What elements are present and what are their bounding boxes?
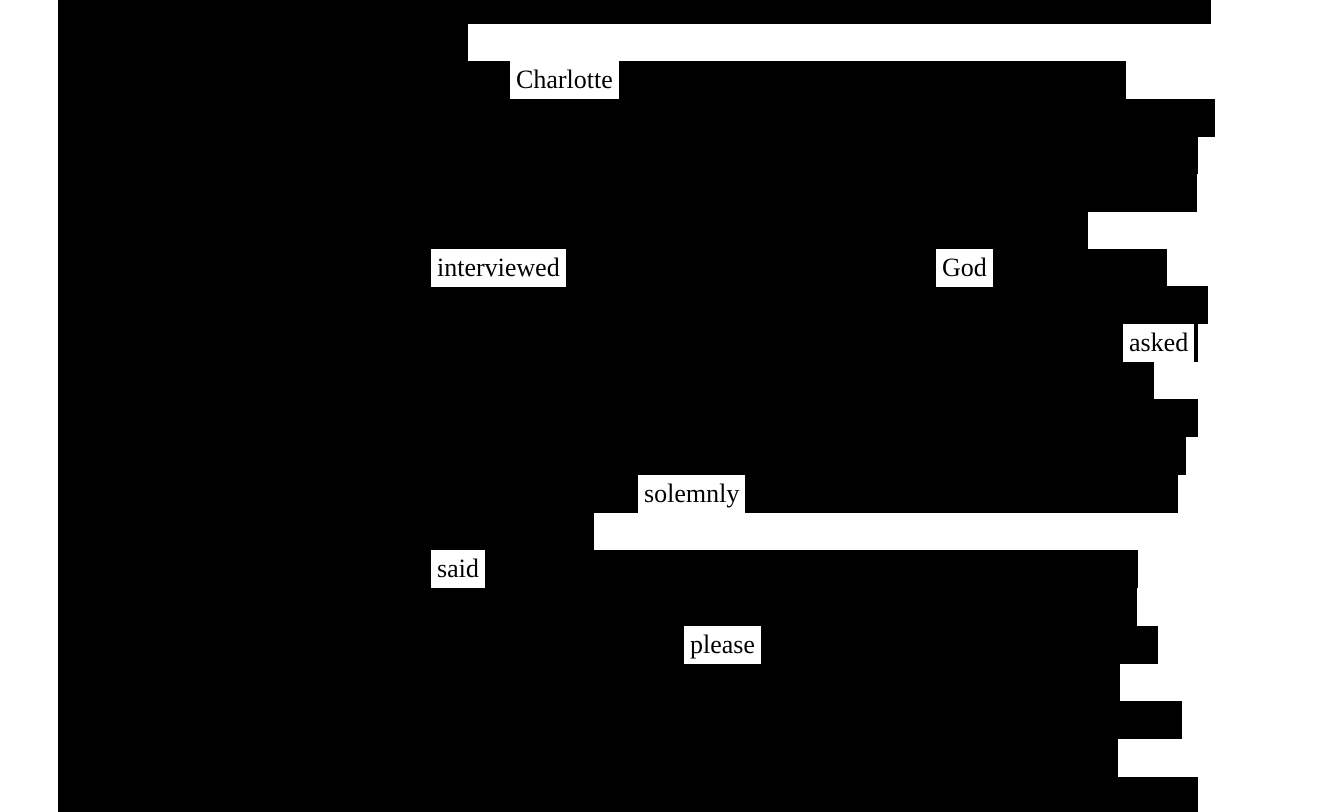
redaction-bar (58, 362, 1154, 400)
redaction-bar (58, 588, 1137, 626)
word-interviewed: interviewed (431, 249, 566, 287)
word-asked: asked (1123, 324, 1195, 362)
redaction-bar (58, 136, 1198, 174)
redaction-bar (58, 437, 1186, 475)
word-please: please (684, 626, 761, 664)
redaction-bar (58, 174, 1197, 212)
redaction-bar (58, 626, 1158, 664)
redaction-bar (58, 701, 1182, 739)
redaction-bar (58, 24, 468, 62)
redaction-bar (58, 211, 1088, 249)
word-said: said (431, 550, 485, 588)
redaction-bar (58, 249, 1167, 287)
redaction-bar (58, 0, 1211, 24)
redaction-bar (58, 399, 1198, 437)
redaction-bar (58, 475, 1178, 513)
redaction-bar (58, 286, 1208, 324)
word-god: God (936, 249, 993, 287)
redaction-bar (58, 739, 1118, 777)
word-charlotte: Charlotte (510, 61, 619, 99)
redaction-bar (58, 663, 1120, 701)
redaction-bar (58, 99, 1215, 137)
redaction-bar (58, 513, 594, 551)
word-solemnly: solemnly (638, 475, 746, 513)
redaction-bar (58, 777, 1198, 812)
redaction-bar (58, 550, 1138, 588)
redaction-bar (58, 324, 1198, 362)
